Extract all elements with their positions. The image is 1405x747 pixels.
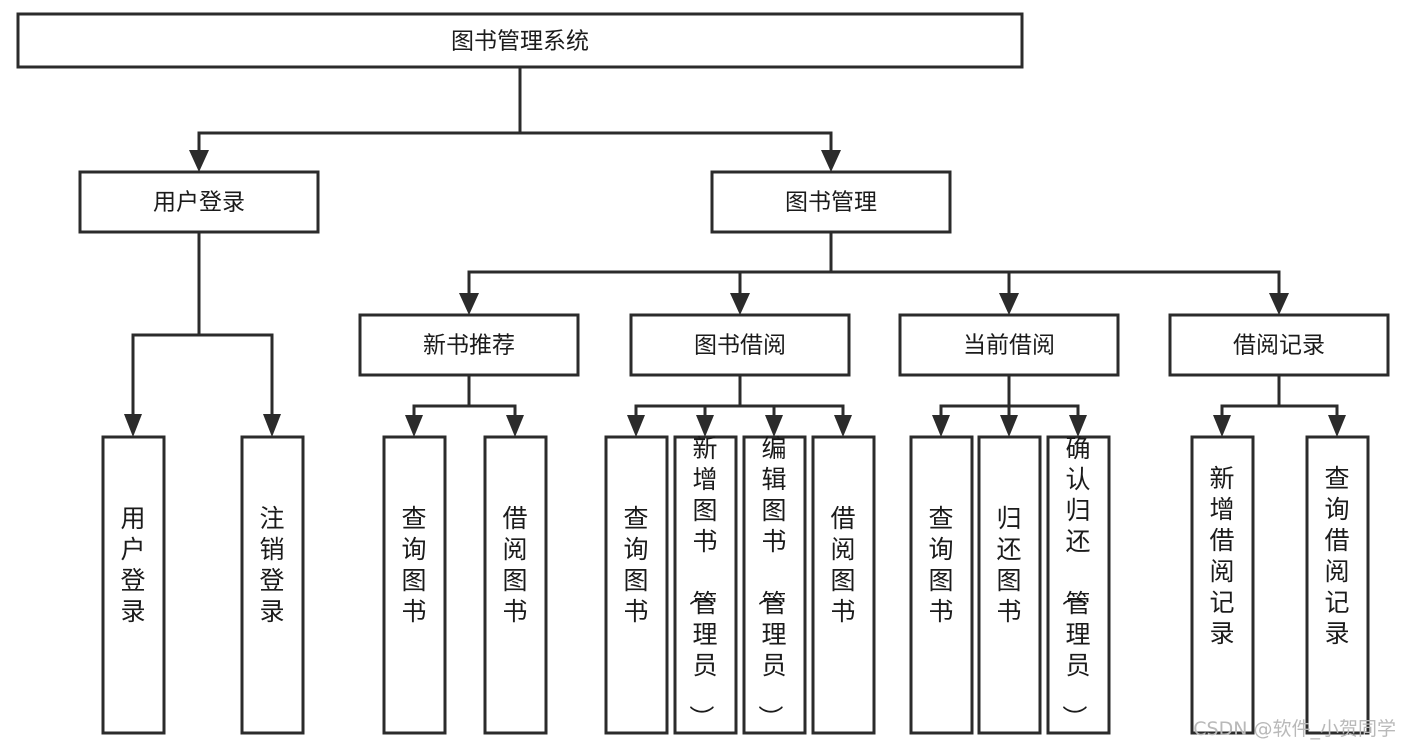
leaf-record-query-label: 查询借阅记录 xyxy=(1324,464,1349,648)
leaf-newbook-borrow[interactable]: 借阅图书 xyxy=(483,435,548,735)
node-user-login-label: 用户登录 xyxy=(153,190,245,216)
leaf-record-query-box[interactable] xyxy=(1305,435,1370,735)
leaf-newbook-query-label: 查询图书 xyxy=(401,504,426,626)
arrowhead-current-l1 xyxy=(932,415,950,437)
arrowhead-user-login-leaf-1 xyxy=(124,414,142,437)
node-borrow-record-box[interactable] xyxy=(1168,313,1390,377)
arrowhead-book-mgmt-c1 xyxy=(459,293,479,315)
leaf-user-login-login[interactable]: 用户登录 xyxy=(101,435,166,735)
leaf-borrow-add[interactable]: 新增图书（管理员） xyxy=(673,434,738,735)
leaf-borrow-query-box[interactable] xyxy=(604,435,669,735)
leaf-borrow-borrow-box[interactable] xyxy=(811,435,876,735)
leaf-borrow-edit-label: 编辑图书（管理员） xyxy=(755,434,786,730)
leaf-borrow-edit[interactable]: 编辑图书（管理员） xyxy=(742,434,807,735)
leaf-record-add-label: 新增借阅记录 xyxy=(1209,464,1234,648)
leaf-borrow-borrow[interactable]: 借阅图书 xyxy=(811,435,876,735)
arrowhead-user-login-leaf-2 xyxy=(263,414,281,437)
arrowhead-borrow-l3 xyxy=(765,415,783,437)
leaf-user-login-logout-box[interactable] xyxy=(240,435,305,735)
leaf-current-return[interactable]: 归还图书 xyxy=(977,435,1042,735)
leaf-user-login-logout[interactable]: 注销登录 xyxy=(240,435,305,735)
arrowhead-book-mgmt-c2 xyxy=(730,293,750,315)
node-root[interactable]: 图书管理系统 xyxy=(16,12,1024,69)
node-book-borrow-box[interactable] xyxy=(629,313,851,377)
node-user-login[interactable]: 用户登录 xyxy=(78,170,320,234)
leaf-current-confirm-return-label: 确认归还（管理员） xyxy=(1059,434,1090,730)
leaf-borrow-edit-box[interactable] xyxy=(742,435,807,735)
leaf-user-login-logout-label: 注销登录 xyxy=(259,504,284,626)
leaf-current-query-label: 查询图书 xyxy=(928,504,953,626)
leaf-current-confirm-return-box[interactable] xyxy=(1046,435,1111,735)
leaf-borrow-query[interactable]: 查询图书 xyxy=(604,435,669,735)
leaf-borrow-borrow-label: 借阅图书 xyxy=(830,504,855,626)
connector-layer xyxy=(124,65,1346,437)
node-current-borrow[interactable]: 当前借阅 xyxy=(898,313,1120,377)
arrowhead-root-to-user-login xyxy=(189,150,209,172)
arrowhead-borrow-l4 xyxy=(834,415,852,437)
leaf-record-query[interactable]: 查询借阅记录 xyxy=(1305,435,1370,735)
node-book-management-label: 图书管理 xyxy=(785,190,877,216)
leaf-current-return-label: 归还图书 xyxy=(996,504,1021,626)
arrowhead-newbook-l1 xyxy=(405,415,423,437)
arrowhead-record-l1 xyxy=(1213,415,1231,437)
node-current-borrow-label: 当前借阅 xyxy=(963,333,1055,359)
node-book-borrow[interactable]: 图书借阅 xyxy=(629,313,851,377)
node-borrow-record[interactable]: 借阅记录 xyxy=(1168,313,1390,377)
node-layer: 图书管理系统 用户登录 图书管理 新书推荐 图书借阅 当前 xyxy=(16,12,1390,735)
leaf-newbook-borrow-label: 借阅图书 xyxy=(502,504,527,626)
leaf-record-add[interactable]: 新增借阅记录 xyxy=(1190,435,1255,735)
arrowhead-borrow-l1 xyxy=(627,415,645,437)
leaf-current-confirm-return[interactable]: 确认归还（管理员） xyxy=(1046,434,1111,735)
node-new-book-recommend-box[interactable] xyxy=(358,313,580,377)
arrowhead-newbook-l2 xyxy=(506,415,524,437)
leaf-record-add-box[interactable] xyxy=(1190,435,1255,735)
node-borrow-record-label: 借阅记录 xyxy=(1233,333,1325,359)
node-root-box[interactable] xyxy=(16,12,1024,69)
arrowhead-root-to-book-mgmt xyxy=(821,150,841,172)
node-user-login-box[interactable] xyxy=(78,170,320,234)
leaf-newbook-query-box[interactable] xyxy=(382,435,447,735)
node-root-label: 图书管理系统 xyxy=(451,29,589,55)
node-book-borrow-label: 图书借阅 xyxy=(694,333,786,359)
leaf-current-return-box[interactable] xyxy=(977,435,1042,735)
arrowhead-record-l2 xyxy=(1328,415,1346,437)
leaf-borrow-add-label: 新增图书（管理员） xyxy=(686,434,717,730)
leaf-user-login-login-box[interactable] xyxy=(101,435,166,735)
leaf-user-login-login-label: 用户登录 xyxy=(120,504,145,626)
leaf-borrow-query-label: 查询图书 xyxy=(623,504,648,626)
node-new-book-recommend[interactable]: 新书推荐 xyxy=(358,313,580,377)
node-book-management[interactable]: 图书管理 xyxy=(710,170,952,234)
arrowhead-current-l3 xyxy=(1069,415,1087,437)
node-current-borrow-box[interactable] xyxy=(898,313,1120,377)
node-book-management-box[interactable] xyxy=(710,170,952,234)
arrowhead-current-l2 xyxy=(1000,415,1018,437)
arrowhead-book-mgmt-c3 xyxy=(999,293,1019,315)
leaf-current-query-box[interactable] xyxy=(909,435,974,735)
leaf-newbook-borrow-box[interactable] xyxy=(483,435,548,735)
arrowhead-borrow-l2 xyxy=(696,415,714,437)
arrowhead-book-mgmt-c4 xyxy=(1269,293,1289,315)
csdn-watermark: CSDN @软件_小贺同学 xyxy=(1193,718,1396,740)
leaf-borrow-add-box[interactable] xyxy=(673,435,738,735)
leaf-newbook-query[interactable]: 查询图书 xyxy=(382,435,447,735)
leaf-current-query[interactable]: 查询图书 xyxy=(909,435,974,735)
node-new-book-recommend-label: 新书推荐 xyxy=(423,333,515,359)
